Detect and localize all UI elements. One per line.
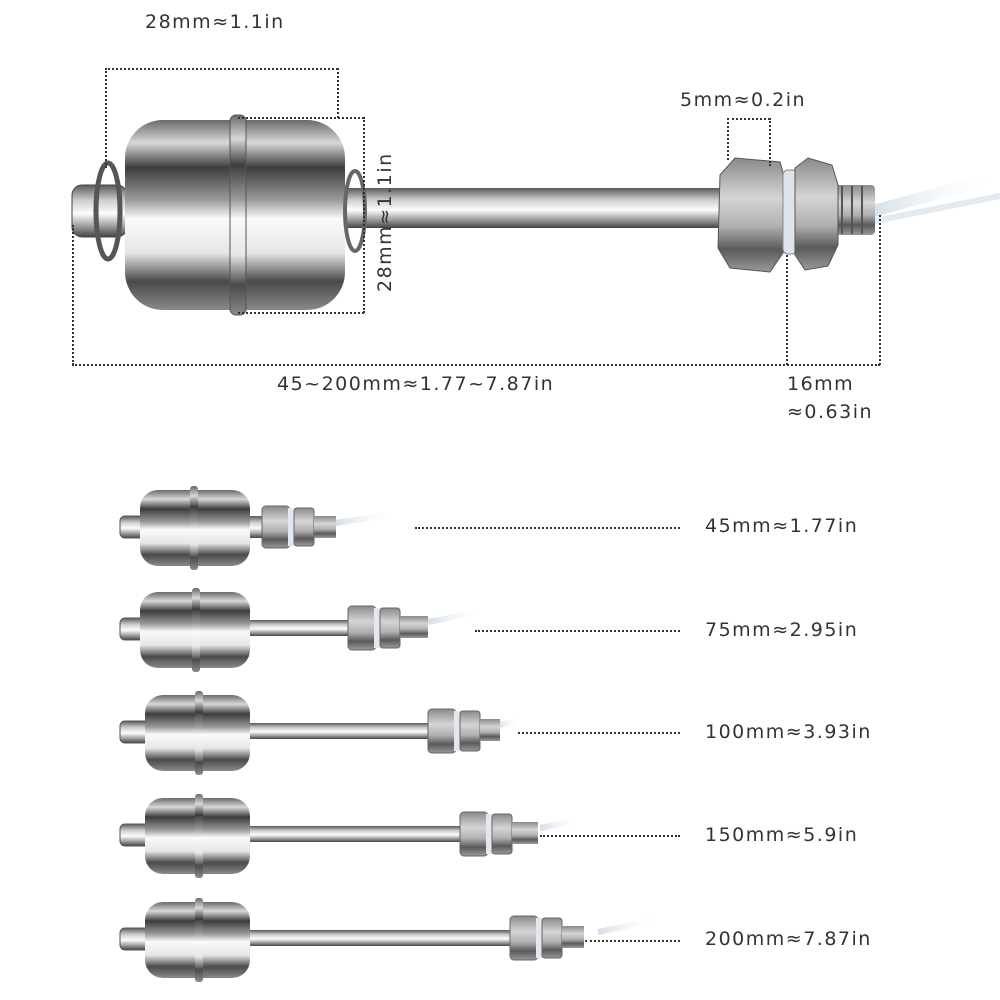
float-diameter-dim-line (105, 68, 338, 70)
float-diameter-dim-right (337, 68, 339, 118)
variant-leader-line (475, 630, 680, 632)
float-switch-100mm-image (119, 691, 521, 775)
float-switch-45mm-image (119, 486, 401, 570)
float-length-dim-bottom (238, 312, 364, 314)
variant-label: 75mm≈2.95in (705, 619, 859, 641)
thread-length-label-line1: 16mm (787, 373, 855, 395)
variant-label: 100mm≈3.93in (705, 721, 872, 743)
nut-thickness-dim-left (727, 118, 729, 160)
nut-thickness-dim-top (727, 118, 770, 120)
float-switch-large-image (71, 114, 1000, 316)
stem-length-label: 45~200mm≈1.77~7.87in (277, 373, 555, 395)
float-diameter-dim-left (105, 68, 107, 168)
variant-label: 45mm≈1.77in (705, 515, 859, 537)
float-length-label: 28mm≈1.1in (374, 152, 396, 292)
nut-thickness-label: 5mm≈0.2in (680, 89, 807, 111)
float-diameter-label: 28mm≈1.1in (145, 11, 285, 33)
thread-length-dim-right (879, 215, 881, 365)
variant-label: 200mm≈7.87in (705, 928, 872, 950)
float-length-dim-top (238, 117, 364, 119)
thread-length-label-line2: ≈0.63in (787, 401, 874, 423)
thread-length-dim-left (786, 255, 788, 365)
float-switch-150mm-image (119, 794, 581, 878)
variant-leader-line (415, 527, 680, 529)
variant-leader-line (585, 940, 680, 942)
stem-length-dim-left (72, 225, 74, 365)
float-switch-200mm-image (119, 898, 659, 982)
stem-length-dim-line (72, 364, 880, 366)
variant-label: 150mm≈5.9in (705, 824, 859, 846)
float-switch-75mm-image (119, 588, 486, 672)
float-length-dim-right (363, 117, 365, 313)
variant-leader-line (540, 835, 680, 837)
variant-leader-line (518, 732, 680, 734)
nut-thickness-dim-right (769, 118, 771, 166)
